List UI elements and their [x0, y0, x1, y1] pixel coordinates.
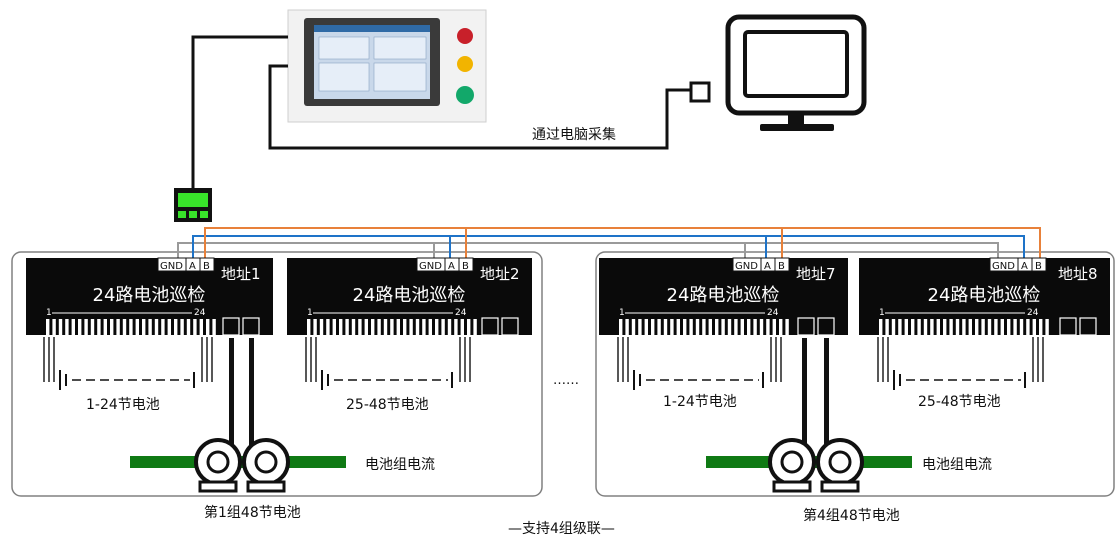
current-sensor-group-1 — [130, 338, 346, 493]
module-address: 地址7 — [796, 265, 836, 283]
battery-label-4: 25-48节电池 — [918, 394, 1001, 410]
current-transformer-icon — [242, 438, 290, 493]
terminal-b: B — [1035, 261, 1042, 272]
pc-caption: 通过电脑采集 — [532, 126, 616, 143]
module-address: 地址2 — [480, 265, 520, 283]
group-label-1: 第1组48节电池 — [204, 504, 301, 521]
current-transformer-icon — [768, 438, 816, 493]
terminal-b: B — [203, 261, 210, 272]
scale-end: 24 — [194, 308, 206, 318]
terminal-gnd: GND — [419, 261, 442, 272]
terminal-a: A — [448, 261, 455, 272]
yellow-button-icon — [457, 56, 473, 72]
module-title: 24路电池巡检 — [928, 285, 1041, 306]
module-title: 24路电池巡检 — [667, 285, 780, 306]
current-label-4: 电池组电流 — [922, 457, 992, 473]
current-input-port — [222, 317, 260, 336]
connector-pins — [307, 319, 477, 335]
scale-start: 1 — [307, 308, 313, 318]
scale-end: 24 — [455, 308, 467, 318]
module-address: 地址1 — [221, 265, 261, 283]
terminal-b: B — [778, 261, 785, 272]
current-transformer-icon — [194, 438, 242, 493]
rs485-bus — [177, 227, 1041, 258]
red-button-icon — [457, 28, 473, 44]
current-input-port — [481, 317, 519, 336]
current-input-port — [1059, 317, 1097, 336]
current-input-port — [797, 317, 835, 336]
connector-pins — [879, 319, 1049, 335]
terminal-gnd: GND — [992, 261, 1015, 272]
hmi-touch-panel — [287, 9, 487, 123]
connector-pins — [619, 319, 789, 335]
connector-pins — [46, 319, 216, 335]
group-label-4: 第4组48节电池 — [803, 507, 900, 524]
group-4-frame — [595, 251, 1115, 497]
terminal-gnd: GND — [160, 261, 183, 272]
scale-start: 1 — [619, 308, 625, 318]
battery-string-1 — [43, 337, 213, 390]
module-address: 地址8 — [1058, 265, 1098, 283]
battery-label-1: 1-24节电池 — [86, 397, 160, 413]
scale-end: 24 — [767, 308, 779, 318]
current-label-1: 电池组电流 — [365, 457, 435, 473]
battery-label-2: 25-48节电池 — [346, 397, 429, 413]
usb-port-icon — [689, 81, 711, 103]
scale-end: 24 — [1027, 308, 1039, 318]
terminal-a: A — [1021, 261, 1028, 272]
computer-monitor-icon — [725, 14, 867, 131]
ellipsis: …… — [553, 373, 579, 388]
module-title: 24路电池巡检 — [93, 285, 206, 306]
communication-converter — [174, 188, 212, 222]
current-transformer-icon — [816, 438, 864, 493]
terminal-b: B — [462, 261, 469, 272]
scale-start: 1 — [879, 308, 885, 318]
module-title: 24路电池巡检 — [353, 285, 466, 306]
cascade-footer: —支持4组级联— — [508, 521, 615, 537]
group-1-frame — [11, 251, 543, 497]
battery-label-3: 1-24节电池 — [663, 394, 737, 410]
terminal-gnd: GND — [735, 261, 758, 272]
scale-start: 1 — [46, 308, 52, 318]
control-wiring — [191, 35, 691, 188]
terminal-a: A — [189, 261, 196, 272]
battery-string-2 — [305, 337, 471, 390]
battery-string-4 — [877, 337, 1044, 390]
battery-string-3 — [617, 337, 782, 390]
terminal-a: A — [764, 261, 771, 272]
green-button-icon — [456, 86, 474, 104]
current-sensor-group-4 — [706, 338, 912, 493]
